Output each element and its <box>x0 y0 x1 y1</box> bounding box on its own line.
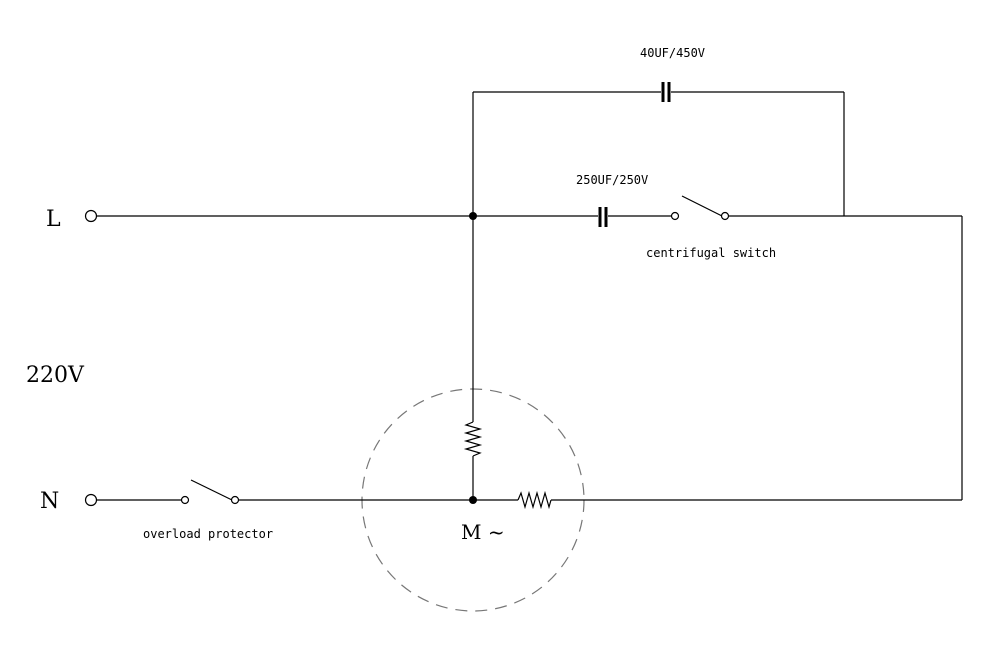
auxiliary-winding-coil <box>517 490 552 510</box>
neutral-junction-dot <box>469 496 477 504</box>
line-label: L <box>46 207 61 232</box>
overload-protector-label: overload protector <box>143 527 273 541</box>
main-winding-coil <box>463 421 483 457</box>
neutral-label: N <box>40 489 59 514</box>
neutral-terminal <box>84 493 98 507</box>
start-capacitor <box>598 207 608 227</box>
run-capacitor-label: 40UF/450V <box>640 46 705 60</box>
overload-protector <box>180 479 240 505</box>
voltage-label: 220V <box>26 363 85 388</box>
centrifugal-switch <box>670 195 730 221</box>
start-capacitor-label: 250UF/250V <box>576 173 648 187</box>
run-capacitor <box>661 82 671 102</box>
centrifugal-switch-label: centrifugal switch <box>646 246 776 260</box>
line-terminal <box>84 209 98 223</box>
motor-label: M ~ <box>461 520 505 544</box>
